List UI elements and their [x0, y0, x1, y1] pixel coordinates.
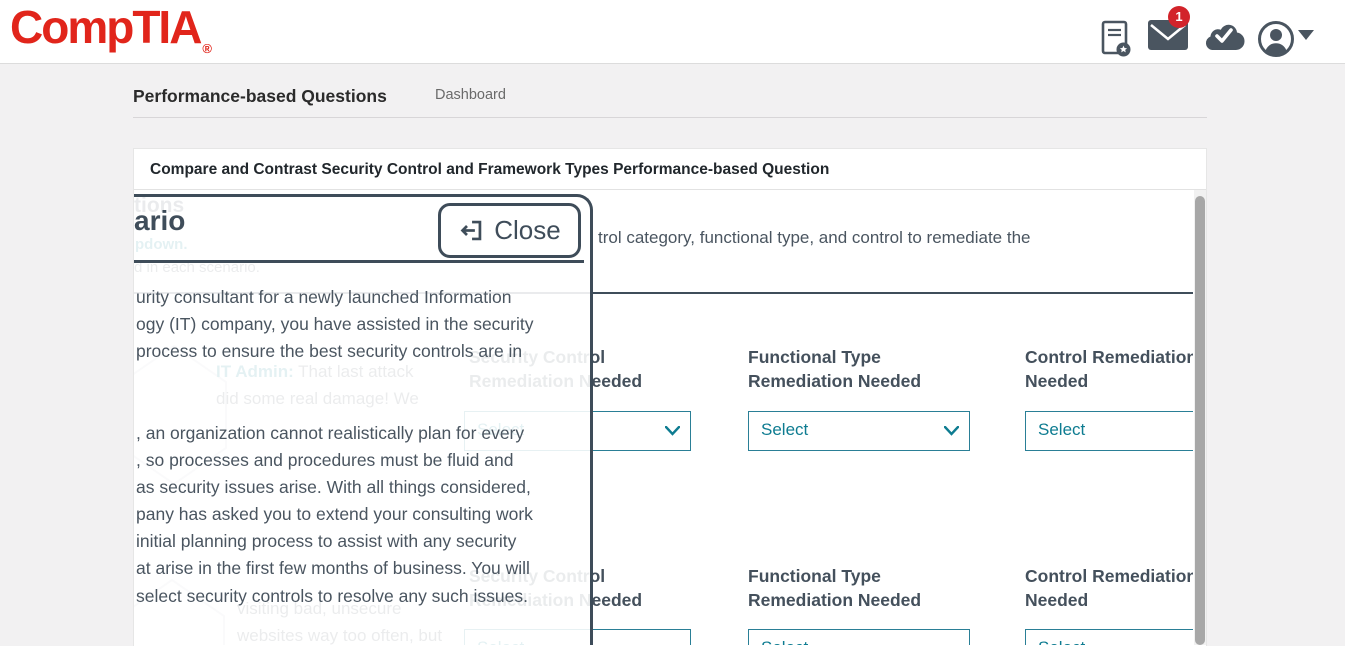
registered-mark: ® — [202, 41, 213, 56]
page-title: Performance-based Questions — [133, 86, 387, 106]
chevron-down-icon — [944, 426, 959, 436]
account-icon[interactable] — [1257, 20, 1295, 63]
scenario-text-line: as security issues arise. With all thing… — [136, 477, 531, 497]
scroll-viewport: tions pdown. d in each scenario. trol ca… — [134, 190, 1193, 645]
question-card-body: tions pdown. d in each scenario. trol ca… — [134, 190, 1206, 645]
modal-header-divider — [134, 260, 584, 263]
close-button[interactable]: Close — [438, 203, 581, 258]
notes-icon[interactable] — [1100, 20, 1132, 63]
caret-down-icon[interactable] — [1298, 30, 1314, 40]
section-divider — [134, 292, 1193, 294]
exit-icon — [460, 220, 482, 241]
functional-type-select-2[interactable]: Select — [748, 629, 970, 645]
question-card-title: Compare and Contrast Security Control an… — [134, 149, 1206, 190]
mail-unread-badge: 1 — [1168, 6, 1190, 28]
scenario-text-line: select security controls to resolve any … — [136, 586, 528, 606]
scenario-text-line: , so processes and procedures must be fl… — [136, 450, 514, 470]
scenario-heading-fragment: ario — [134, 205, 186, 236]
cloud-sync-icon[interactable] — [1203, 20, 1245, 55]
breadcrumb-divider — [133, 117, 1207, 118]
scenario-text-line: ogy (IT) company, you have assisted in t… — [136, 314, 534, 334]
vertical-scrollbar[interactable] — [1194, 190, 1206, 645]
scenario-text-line: at arise in the first few months of busi… — [136, 558, 530, 578]
functional-type-select-1[interactable]: Select — [748, 411, 970, 451]
scenario-text-line: process to ensure the best security cont… — [136, 341, 523, 361]
scrollbar-thumb[interactable] — [1195, 196, 1205, 645]
comptia-logo: CompTIA® — [10, 1, 213, 56]
control-remediation-select-1[interactable]: Select — [1025, 411, 1193, 451]
chevron-down-icon — [665, 426, 680, 436]
scenario-text-line: pany has asked you to extend your consul… — [136, 504, 533, 524]
scenario-text-line: urity consultant for a newly launched In… — [136, 287, 512, 307]
question-card: Compare and Contrast Security Control an… — [133, 148, 1207, 646]
control-remediation-select-2[interactable]: Select — [1025, 629, 1193, 645]
scenario-text-line: , an organization cannot realistically p… — [136, 423, 525, 443]
instruction-text-fragment: trol category, functional type, and cont… — [598, 228, 1031, 247]
dashboard-link[interactable]: Dashboard — [435, 87, 506, 103]
scenario-text-line: initial planning process to assist with … — [136, 531, 517, 551]
top-bar: CompTIA® 1 — [0, 0, 1345, 64]
scenario-modal: ario Close urity consultant for a newly … — [134, 194, 593, 645]
